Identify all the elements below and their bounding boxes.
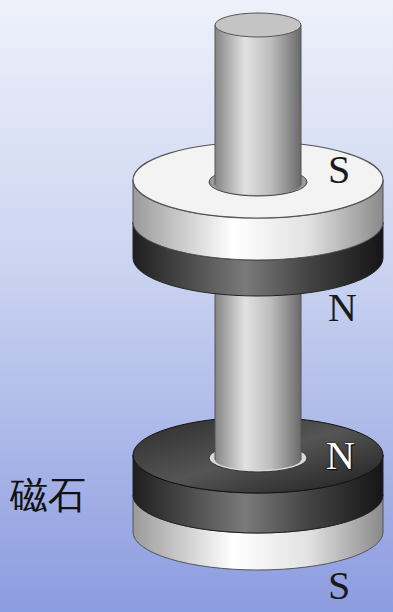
rod-edge [215,25,216,185]
rod [215,25,301,185]
pole-label: N [326,436,355,476]
magnet-label: 磁石 [10,476,86,514]
rod-end [215,175,301,195]
rod-end [215,450,301,470]
pole-label: S [328,566,350,606]
rod-edge [301,25,302,185]
pole-label: S [328,150,350,190]
rod-top [215,13,301,37]
pole-label: N [328,288,357,328]
